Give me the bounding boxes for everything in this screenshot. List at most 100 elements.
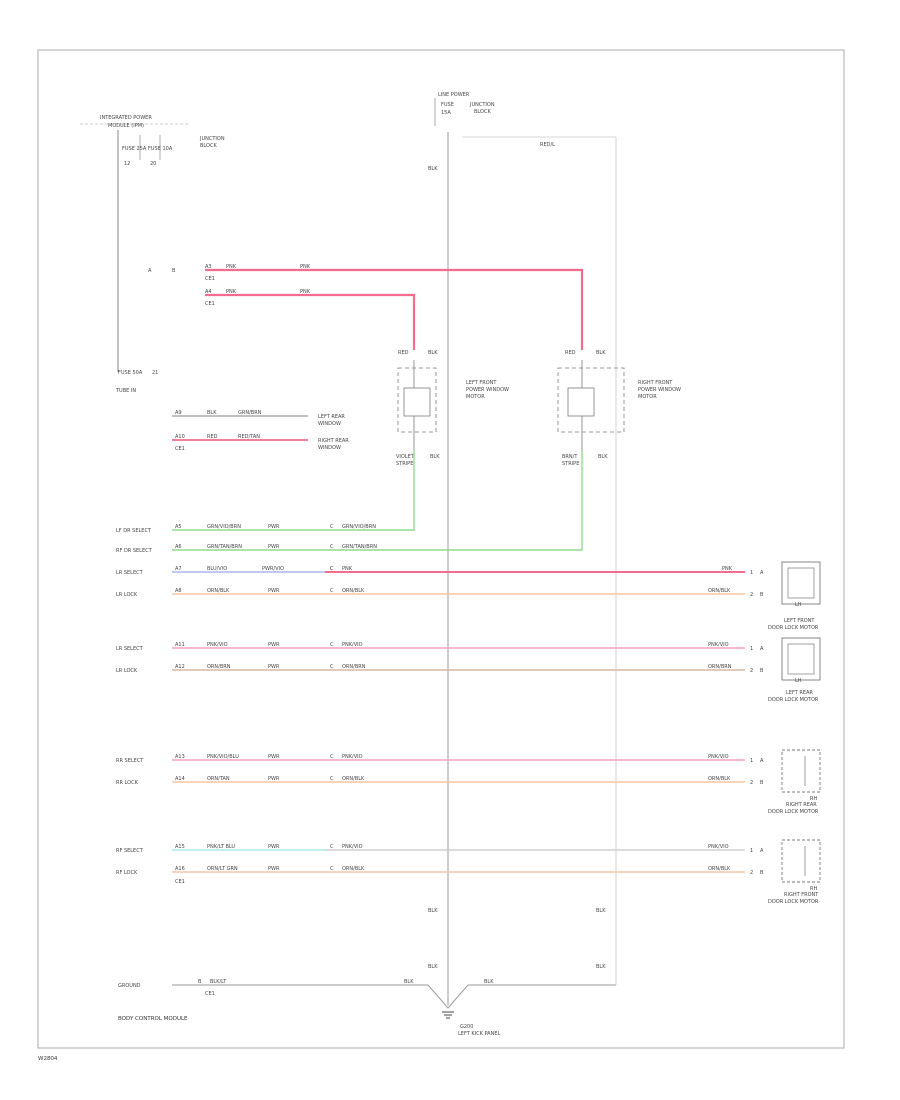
- ground-location: LEFT KICK PANEL: [458, 1031, 501, 1037]
- row-0-pin2: C: [330, 524, 334, 530]
- ground-left-label: GROUND: [118, 983, 141, 989]
- motor-rf-name-2: DOOR LOCK MOTOR: [768, 899, 819, 905]
- power-wire-2-color: PNK: [226, 289, 237, 295]
- row-0-conn: PWR: [268, 524, 280, 530]
- side-wire-1-dest-1: LEFT REAR: [318, 414, 345, 420]
- row-0-label: LF DR SELECT: [116, 528, 152, 534]
- left-relay-bottom-1: VIOLET: [396, 454, 415, 460]
- row-8-end-pin: 1: [750, 848, 753, 854]
- ground-mid-wire: BLK: [404, 979, 414, 985]
- motor-lr-pin-b: B: [760, 668, 764, 674]
- line-power-title: LINE POWER: [438, 92, 470, 98]
- side-wire-1-pin: A9: [175, 410, 182, 416]
- row-6-pin: A13: [175, 754, 185, 760]
- row-2-pin: A7: [175, 566, 182, 572]
- fuse-a-number: 12: [124, 161, 130, 167]
- right-relay-top-right: BLK: [596, 350, 606, 356]
- ground-wire-a: BLK: [428, 908, 438, 914]
- row-3-conn: PWR: [268, 588, 280, 594]
- row-3-label: LR LOCK: [116, 592, 138, 598]
- fuse-box-title-2: MODULE (IPM): [108, 123, 144, 129]
- side-wire-2-pin: A10: [175, 434, 185, 440]
- row-3-color: ORN/BLK: [207, 588, 230, 594]
- row-6-label: RR SELECT: [116, 758, 144, 764]
- motor-rf-tag: RH: [810, 886, 817, 892]
- row-4-label: LR SELECT: [116, 646, 144, 652]
- row-6-color: PNK/VIO/BLU: [207, 754, 239, 760]
- row-7-color2: ORN/BLK: [342, 776, 365, 782]
- ground-pin: B: [198, 979, 202, 985]
- motor-rr-pin-b: B: [760, 780, 764, 786]
- row-4-color: PNK/VIO: [207, 642, 228, 648]
- module-name: BODY CONTROL MODULE: [118, 1016, 188, 1022]
- row-3-end-pin: 2: [750, 592, 753, 598]
- right-relay-top-left: RED: [565, 350, 576, 356]
- row-6-color2: PNK/VIO: [342, 754, 363, 760]
- row-5-end-color: ORN/BRN: [708, 664, 732, 670]
- fuse-a-label: FUSE 25A: [122, 146, 147, 152]
- row-1-color: GRN/TAN/BRN: [207, 544, 242, 550]
- row-9-label: RF LOCK: [116, 870, 138, 876]
- motor-rr-name-1: RIGHT REAR: [786, 802, 817, 808]
- row-7-conn: PWR: [268, 776, 280, 782]
- fuse-b-number: 20: [150, 161, 156, 167]
- row-2-end-pin: 1: [750, 570, 753, 576]
- motor-lf-name-1: LEFT FRONT: [784, 618, 815, 624]
- motor-lf-name-2: DOOR LOCK MOTOR: [768, 625, 819, 631]
- right-relay-bottom-1: BRN/T: [562, 454, 578, 460]
- power-wire-2-id: CE1: [205, 301, 215, 307]
- right-relay-name-1: RIGHT FRONT: [638, 380, 673, 386]
- door-lock-motor-lr: A B LH LEFT REAR DOOR LOCK MOTOR: [760, 637, 821, 703]
- row-2-pin2: C: [330, 566, 334, 572]
- motor-lr-tag: LH: [795, 678, 802, 684]
- wire-row-1: [172, 450, 583, 551]
- row-0-color2: GRN/VIO/BRN: [342, 524, 376, 530]
- side-wire-1-color: BLK: [207, 410, 217, 416]
- motor-rf-pin-a: A: [760, 848, 764, 854]
- row-9-pin2: C: [330, 866, 334, 872]
- side-wire-2-label: RED/TAN: [238, 434, 260, 440]
- row-4-color2: PNK/VIO: [342, 642, 363, 648]
- row-1-label: RF DR SELECT: [116, 548, 153, 554]
- right-window-motor: RED BLK RIGHT FRONT POWER WINDOW MOTOR B…: [557, 350, 681, 467]
- top-wire-ground: BLK: [428, 166, 438, 172]
- door-lock-motor-rr: A B RH RIGHT REAR DOOR LOCK MOTOR: [760, 749, 821, 815]
- row-7-label: RR LOCK: [116, 780, 139, 786]
- row-5-pin2: C: [330, 664, 334, 670]
- motor-rr-tag: RH: [810, 796, 817, 802]
- motor-lr-name-1: LEFT REAR: [786, 690, 813, 696]
- motor-lr-name-2: DOOR LOCK MOTOR: [768, 697, 819, 703]
- fuse-pin-label: 21: [152, 370, 158, 376]
- row-7-color: ORN/TAN: [207, 776, 230, 782]
- row-9-id: CE1: [175, 879, 185, 885]
- row-8-color2: PNK/VIO: [342, 844, 363, 850]
- tube-in-label: TUBE IN: [115, 388, 136, 394]
- left-relay-top-right: BLK: [428, 350, 438, 356]
- connector-a: A: [148, 268, 152, 274]
- motor-lf-tag: LH: [795, 602, 802, 608]
- side-wire-1-dest-2: WINDOW: [318, 421, 341, 427]
- junction-note-2: BLOCK: [200, 143, 217, 149]
- row-3-end-color: ORN/BLK: [708, 588, 731, 594]
- row-7-end-color: ORN/BLK: [708, 776, 731, 782]
- top-fuse-rating: 15A: [441, 110, 451, 116]
- top-junction-2: BLOCK: [474, 109, 491, 115]
- ground-circuit: GROUND B BLK/LT CE1 BLK BLK BLK BLK BLK …: [118, 908, 616, 1037]
- row-5-color: ORN/BRN: [207, 664, 231, 670]
- row-4-end-color: PNK/VIO: [708, 642, 729, 648]
- power-wire-2-pin: A4: [205, 289, 212, 295]
- row-3-pin: A8: [175, 588, 182, 594]
- right-relay-bottom-right: BLK: [598, 454, 608, 460]
- diagram-frame: [37, 49, 845, 1049]
- ground-right-wire: BLK: [484, 979, 494, 985]
- row-2-label: LR SELECT: [116, 570, 144, 576]
- row-5-color2: ORN/BRN: [342, 664, 366, 670]
- fuse-box-title-1: INTEGRATED POWER: [100, 115, 152, 121]
- row-6-end-pin: 1: [750, 758, 753, 764]
- row-9-conn: PWR: [268, 866, 280, 872]
- power-wire-out-1: PNK: [300, 264, 311, 270]
- top-wire-right: RED/L: [540, 142, 555, 148]
- row-6-end-color: PNK/VIO: [708, 754, 729, 760]
- fuse-b-label: FUSE 10A: [148, 146, 173, 152]
- side-wire-2-dest-2: WINDOW: [318, 445, 341, 451]
